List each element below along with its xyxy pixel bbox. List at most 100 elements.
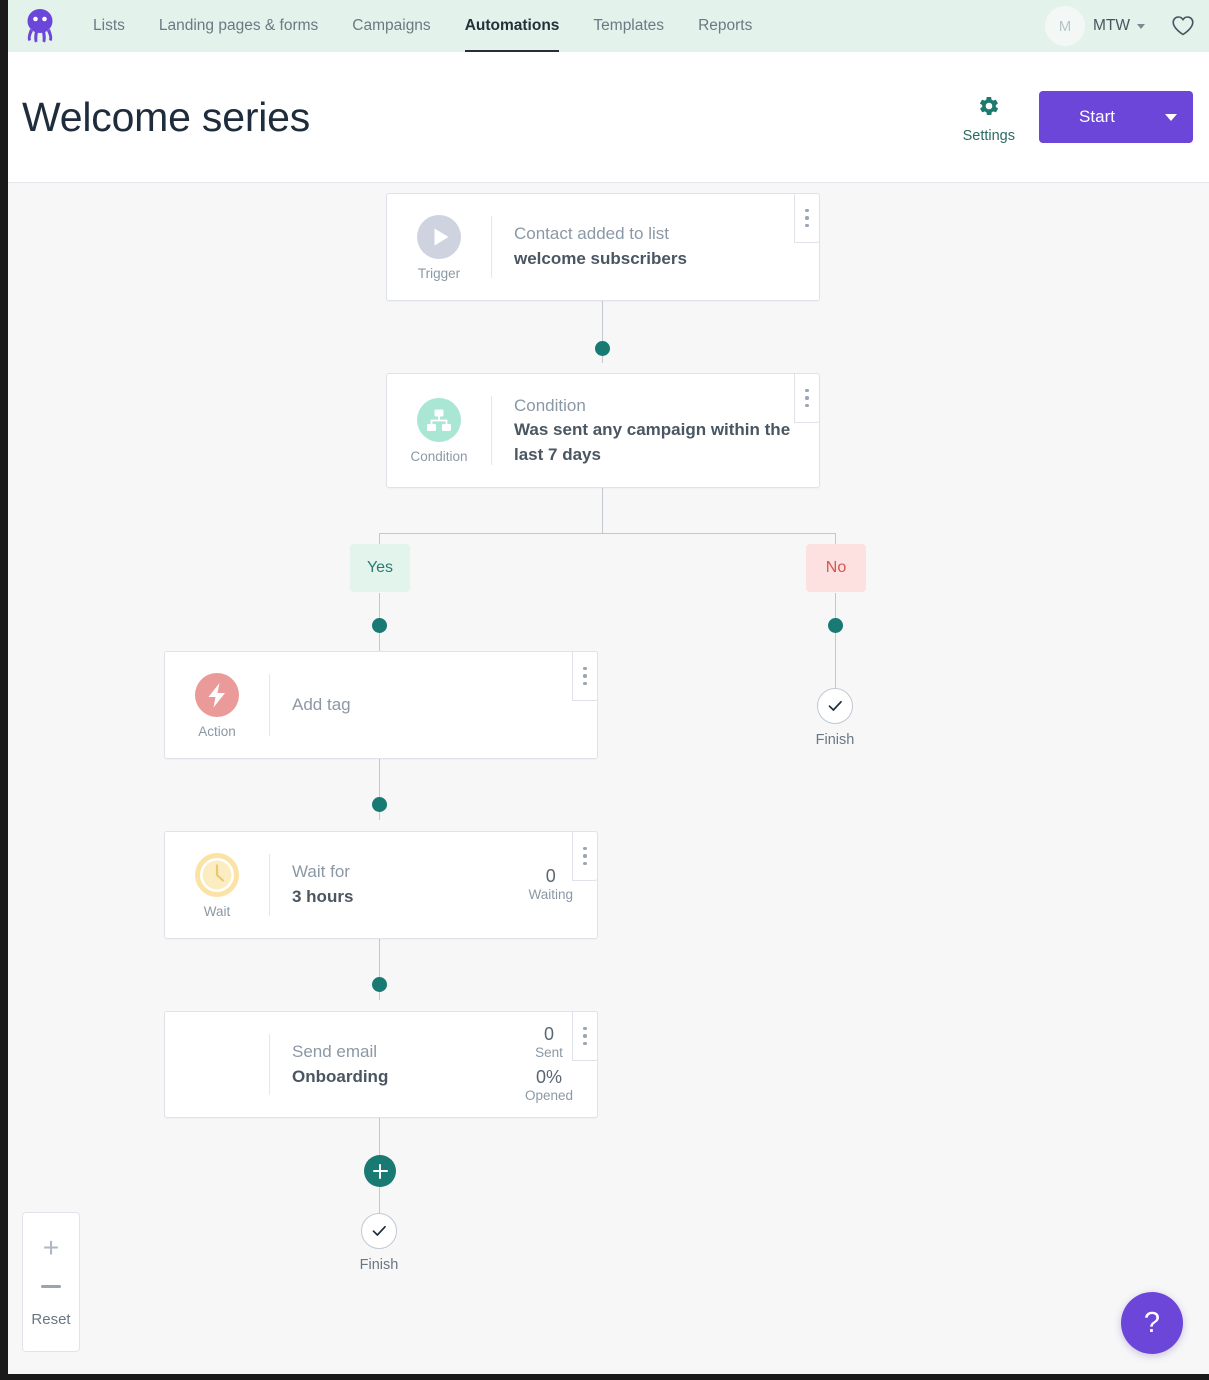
connector-dot bbox=[372, 618, 387, 633]
node-title: welcome subscribers bbox=[514, 249, 687, 268]
settings-button[interactable]: Settings bbox=[963, 91, 1015, 144]
branch-no-text: No bbox=[825, 559, 847, 576]
node-email-body: Send email Onboarding 0 Sent 0% Opened bbox=[270, 1012, 597, 1117]
connector-no-to-finish bbox=[835, 593, 836, 688]
branch-hierarchy-icon bbox=[416, 397, 462, 443]
nav-right-group: M MTW bbox=[1044, 6, 1209, 46]
node-type-label: Trigger bbox=[417, 265, 461, 281]
finish-node-right[interactable]: Finish bbox=[804, 688, 866, 748]
node-subtitle: Condition bbox=[514, 395, 586, 415]
nav-item-campaigns[interactable]: Campaigns bbox=[352, 17, 431, 34]
start-button-label: Start bbox=[1079, 107, 1115, 126]
connector-dot bbox=[595, 341, 610, 356]
node-wait-icon-group: Wait bbox=[165, 832, 269, 938]
nav-item-lists[interactable]: Lists bbox=[93, 17, 125, 34]
start-dropdown-toggle[interactable] bbox=[1149, 113, 1193, 121]
lightning-bolt-icon bbox=[194, 672, 240, 718]
nav-item-reports[interactable]: Reports bbox=[698, 17, 753, 34]
connector-dot bbox=[372, 977, 387, 992]
account-menu[interactable]: MTW bbox=[1093, 17, 1145, 35]
nav-item-templates[interactable]: Templates bbox=[593, 17, 665, 34]
nav-item-landing-pages-forms[interactable]: Landing pages & forms bbox=[158, 17, 319, 34]
minus-icon bbox=[41, 1285, 61, 1288]
branch-label-yes[interactable]: Yes bbox=[350, 544, 410, 592]
node-email-icon-group bbox=[165, 1012, 269, 1117]
node-condition[interactable]: Condition Condition Was sent any campaig… bbox=[386, 373, 820, 488]
finish-node-left[interactable]: Finish bbox=[348, 1213, 410, 1273]
top-navigation-bar: Lists Landing pages & forms Campaigns Au… bbox=[8, 0, 1209, 52]
zoom-in-button[interactable]: + bbox=[23, 1234, 79, 1262]
kebab-menu-icon[interactable] bbox=[572, 831, 598, 881]
node-subtitle: Wait for bbox=[292, 862, 350, 882]
node-subtitle: Contact added to list bbox=[514, 224, 669, 244]
zoom-reset-button[interactable]: Reset bbox=[23, 1311, 79, 1328]
node-trigger-icon-group: Trigger bbox=[387, 194, 491, 300]
connector-dot bbox=[828, 618, 843, 633]
node-trigger-body: Contact added to list welcome subscriber… bbox=[492, 194, 819, 300]
heart-outline-icon[interactable] bbox=[1171, 15, 1195, 37]
settings-label: Settings bbox=[962, 127, 1015, 144]
account-name: MTW bbox=[1092, 17, 1130, 34]
kebab-menu-icon[interactable] bbox=[794, 373, 820, 423]
node-type-label: Condition bbox=[410, 449, 468, 464]
node-subtitle: Add tag bbox=[292, 694, 351, 714]
start-button[interactable]: Start bbox=[1039, 91, 1193, 143]
connector-plus-to-finish bbox=[379, 1187, 380, 1215]
gear-icon bbox=[978, 95, 1000, 122]
branch-label-no[interactable]: No bbox=[806, 544, 866, 592]
node-wait-stats: 0 Waiting bbox=[528, 866, 579, 905]
divider bbox=[491, 396, 492, 465]
node-action[interactable]: Action Add tag bbox=[164, 651, 598, 759]
stat-label-waiting: Waiting bbox=[528, 887, 573, 903]
kebab-menu-icon[interactable] bbox=[794, 193, 820, 243]
connector-branch-split bbox=[379, 533, 835, 534]
node-action-icon-group: Action bbox=[165, 652, 269, 758]
nav-links: Lists Landing pages & forms Campaigns Au… bbox=[76, 0, 769, 52]
stat-label-sent: Sent bbox=[535, 1045, 563, 1061]
node-subtitle: Send email bbox=[292, 1041, 378, 1061]
node-title: Onboarding bbox=[292, 1066, 389, 1086]
stat-value-opened: 0% bbox=[535, 1066, 562, 1087]
finish-label: Finish bbox=[815, 732, 855, 748]
zoom-out-button[interactable] bbox=[23, 1285, 79, 1288]
connector-wait-to-email bbox=[379, 938, 380, 1000]
node-type-label: Action bbox=[198, 723, 236, 739]
node-title: Was sent any campaign within the last 7 … bbox=[514, 420, 791, 464]
kebab-menu-icon[interactable] bbox=[572, 1011, 598, 1061]
node-trigger[interactable]: Trigger Contact added to list welcome su… bbox=[386, 193, 820, 301]
help-button[interactable]: ? bbox=[1121, 1292, 1183, 1354]
node-condition-icon-group: Condition bbox=[387, 374, 491, 487]
kebab-menu-icon[interactable] bbox=[572, 651, 598, 701]
node-wait-body: Wait for 3 hours 0 Waiting bbox=[270, 832, 597, 938]
divider bbox=[269, 854, 270, 916]
stat-label-opened: Opened bbox=[524, 1088, 573, 1104]
plus-icon: + bbox=[42, 1232, 60, 1264]
octopus-logo[interactable] bbox=[18, 4, 62, 48]
node-condition-body: Condition Was sent any campaign within t… bbox=[492, 374, 819, 487]
node-email-stats: 0 Sent 0% Opened bbox=[525, 1024, 579, 1106]
avatar[interactable]: M bbox=[1044, 6, 1085, 46]
stat-value-waiting: 0 bbox=[545, 865, 556, 886]
node-send-email[interactable]: Send email Onboarding 0 Sent 0% Opened bbox=[164, 1011, 598, 1118]
connector-trigger-to-condition bbox=[602, 301, 603, 363]
node-type-label: Wait bbox=[203, 903, 231, 919]
divider bbox=[491, 216, 492, 278]
divider bbox=[269, 1034, 270, 1095]
node-action-body: Add tag bbox=[270, 652, 597, 758]
connector-email-to-plus bbox=[379, 1118, 380, 1158]
automation-canvas[interactable]: Trigger Contact added to list welcome su… bbox=[8, 183, 1209, 1374]
node-title: 3 hours bbox=[292, 887, 354, 906]
nav-item-automations[interactable]: Automations bbox=[448, 0, 577, 52]
connector-action-to-wait bbox=[379, 758, 380, 820]
question-mark-icon: ? bbox=[1143, 1306, 1161, 1339]
check-circle-icon bbox=[361, 1213, 397, 1249]
add-step-button[interactable] bbox=[364, 1155, 396, 1187]
branch-yes-text: Yes bbox=[366, 559, 394, 576]
chevron-down-icon bbox=[1137, 23, 1145, 29]
header-actions: Settings Start bbox=[963, 91, 1193, 144]
app-window: Lists Landing pages & forms Campaigns Au… bbox=[8, 0, 1209, 1374]
node-wait[interactable]: Wait Wait for 3 hours 0 Waiting bbox=[164, 831, 598, 939]
zoom-controls-panel: + Reset bbox=[22, 1212, 80, 1352]
zoom-reset-label: Reset bbox=[31, 1310, 71, 1328]
page-title: Welcome series bbox=[22, 93, 311, 140]
